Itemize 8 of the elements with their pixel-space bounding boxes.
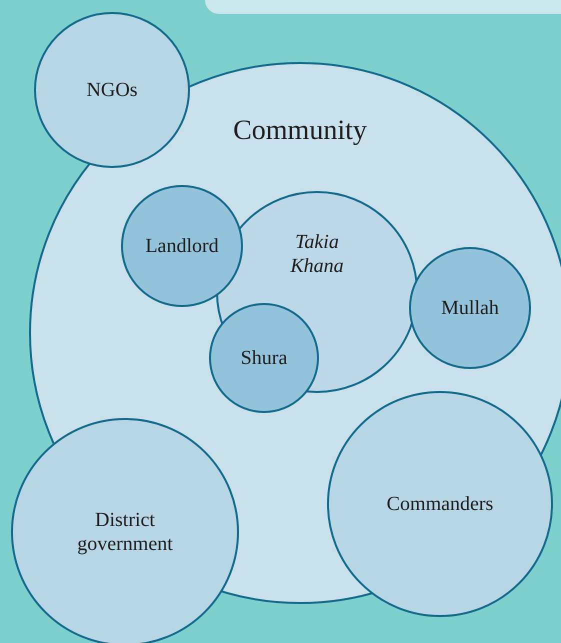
circle-label: Landlord [145, 234, 219, 258]
circle-label: Takia Khana [289, 230, 345, 278]
circle-label: District government [76, 508, 174, 556]
circle-label: NGOs [86, 78, 138, 102]
circle-label: Mullah [441, 296, 499, 320]
circle-label: Commanders [386, 492, 494, 516]
circle-label: Community [233, 114, 367, 148]
circle-label: Shura [240, 346, 288, 370]
